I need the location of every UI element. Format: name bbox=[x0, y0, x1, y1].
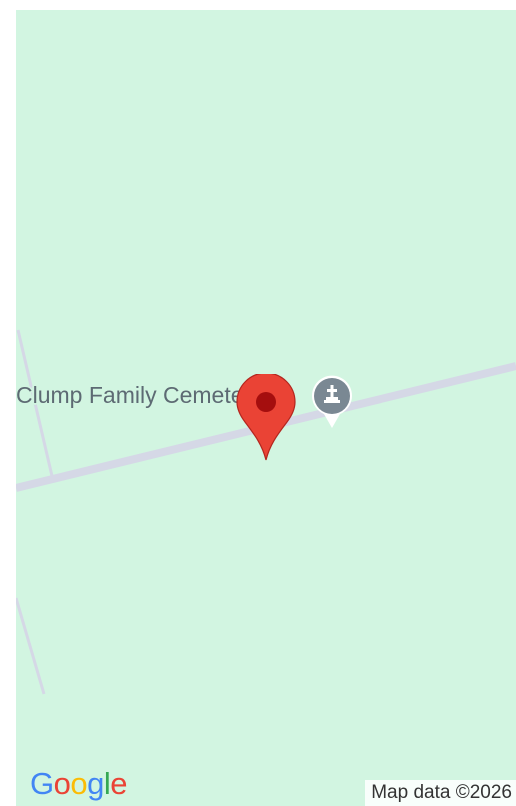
logo-letter: G bbox=[30, 766, 54, 801]
poi-label-cemetery[interactable]: Clump Family Cemetery bbox=[16, 382, 263, 408]
logo-letter: g bbox=[87, 766, 104, 801]
logo-letter: l bbox=[103, 766, 111, 801]
cemetery-icon[interactable] bbox=[310, 370, 354, 430]
google-logo[interactable]: Google bbox=[30, 766, 128, 801]
minor-road-lower bbox=[16, 597, 46, 695]
minor-road-upper bbox=[16, 329, 54, 477]
logo-letter: o bbox=[70, 766, 88, 801]
logo-letter: o bbox=[53, 766, 71, 801]
location-pin-icon[interactable] bbox=[235, 374, 297, 462]
map-viewport[interactable]: Clump Family Cemetery Google Map data ©2… bbox=[16, 10, 516, 806]
logo-letter: e bbox=[110, 766, 128, 801]
map-attribution[interactable]: Map data ©2026 bbox=[365, 780, 516, 806]
